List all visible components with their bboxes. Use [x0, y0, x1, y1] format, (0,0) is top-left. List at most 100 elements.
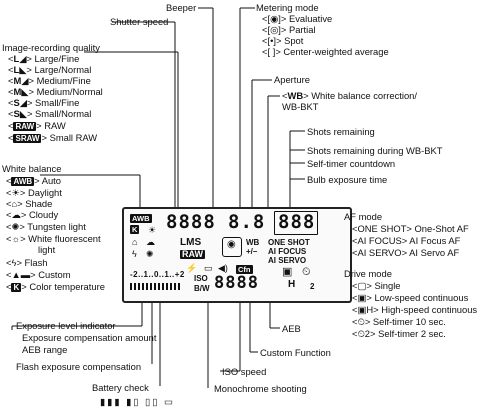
lcd-aperture: 8.8 — [228, 211, 266, 233]
label-beeper: Beeper — [166, 2, 197, 13]
wb-daylight-row: <☀> Daylight — [6, 187, 62, 198]
lcd-cloudy-icon: ☁ — [146, 237, 155, 247]
wb-cloudy: Cloudy — [28, 209, 59, 220]
iq-raw-row: <RAW> RAW — [8, 120, 66, 131]
cloudy-icon: ☁ — [11, 209, 21, 220]
partial-metering-icon: [◎] — [267, 24, 281, 35]
lcd-battery-icon: ▭ — [204, 263, 213, 273]
wb-shade-row: <⌂> Shade — [6, 198, 53, 209]
label-drive-mode: Drive mode — [344, 268, 392, 279]
daylight-icon: ☀ — [11, 187, 20, 198]
wb-flash: Flash — [24, 257, 48, 268]
iq-m-tag: M — [13, 75, 22, 86]
label-shots-remaining-wbbkt: Shots remaining during WB-BKT — [307, 145, 443, 156]
battery-full-icon: ▮▮▮ — [100, 396, 122, 407]
high-continuous-icon: ▣H — [357, 304, 374, 315]
wb-correction-line2: WB-BKT — [282, 101, 319, 112]
iq-medium-fine: Medium/Fine — [36, 75, 91, 86]
fluorescent-icon: ☼ — [11, 233, 21, 244]
label-metering-mode: Metering mode — [256, 2, 319, 13]
center-weighted-icon: [ ] — [267, 46, 276, 57]
metering-partial-row: <[◎]> Partial — [262, 24, 316, 35]
wb-correction-line1: White balance correction/ — [311, 90, 417, 101]
self-timer-2-icon: ⏲2 — [357, 328, 371, 339]
lcd-shots: 888 — [278, 211, 316, 233]
drive-single-row: <▢> Single — [352, 280, 401, 291]
lcd-drive-icon: ▣ — [282, 266, 293, 278]
iq-l-tag: L — [13, 64, 20, 75]
lcd-beeper-icon: ◀) — [218, 263, 228, 273]
iq-raw-tag: RAW — [13, 122, 37, 131]
label-shutter-speed: Shutter speed — [110, 16, 169, 27]
label-exposure-level: Exposure level indicator — [16, 320, 116, 331]
lcd-kelvin: K — [130, 225, 140, 234]
metering-evaluative: Evaluative — [288, 13, 333, 24]
wb-fluorescent-line2: light — [38, 244, 56, 255]
iq-l-tag: L — [13, 53, 20, 64]
drive-single: Single — [374, 280, 401, 291]
iq-large-normal: Large/Normal — [34, 64, 92, 75]
wb-flash-row: <ϟ> Flash — [6, 257, 48, 268]
wb-custom: Custom — [38, 269, 71, 280]
drive-low: Low-speed continuous — [374, 292, 469, 303]
wb-correction-row: <WB> White balance correction/ — [282, 90, 417, 101]
wb-auto-row: <AWB> Auto — [6, 175, 62, 186]
iq-medium-normal-row: <M◣> Medium/Normal — [8, 86, 103, 97]
wb-tungsten: Tungsten light — [27, 221, 86, 232]
lcd-h: H — [288, 279, 296, 290]
lcd-lms: LMS — [180, 237, 202, 248]
wb-daylight: Daylight — [27, 187, 62, 198]
drive-high: High-speed continuous — [381, 304, 478, 315]
lcd-wb-pm: +/– — [246, 247, 258, 256]
label-bulb-exposure: Bulb exposure time — [307, 174, 388, 185]
wb-cloudy-row: <☁> Cloudy — [6, 209, 59, 220]
drive-self2: Self-timer 2 sec. — [378, 328, 446, 339]
lcd-iso: ISO — [194, 274, 208, 283]
label-iso-speed: ISO speed — [222, 366, 267, 377]
lcd-raw: RAW — [180, 249, 205, 259]
metering-center-row: <[ ]> Center-weighted average — [262, 46, 389, 57]
label-image-quality: Image-recording quality — [2, 42, 100, 53]
lcd-flash-icon: ϟ — [132, 249, 137, 259]
iq-small-fine: Small/Fine — [35, 97, 80, 108]
lcd-ai-servo: AI SERVO — [268, 256, 307, 265]
lcd-wb: WB — [246, 238, 260, 247]
lcd-ai-focus: AI FOCUS — [268, 247, 307, 256]
battery-low-icon: ▯▯ — [145, 396, 160, 407]
lcd-iso-digits: 8888 — [214, 273, 259, 293]
iq-large-fine-row: <L◢> Large/Fine — [8, 53, 80, 64]
metering-partial: Partial — [288, 24, 316, 35]
wb-k-tag: K — [11, 283, 22, 292]
label-monochrome: Monochrome shooting — [214, 383, 307, 394]
metering-evaluative-row: <[◉]> Evaluative — [262, 13, 333, 24]
drive-self2-row: <⏲2> Self-timer 2 sec. — [352, 328, 446, 339]
wb-correction-icon: WB — [287, 90, 304, 101]
metering-spot: Spot — [284, 35, 304, 46]
wb-tungsten-row: <✺> Tungsten light — [6, 221, 86, 232]
iq-small-normal-row: <S◣> Small/Normal — [8, 108, 92, 119]
iq-medium-fine-row: <M◢> Medium/Fine — [8, 75, 91, 86]
label-self-timer-countdown: Self-timer countdown — [307, 158, 396, 169]
lcd-shutter: 8888 — [166, 211, 216, 233]
lcd-flash-comp-icon: ⚡ — [186, 263, 198, 273]
iq-s-tag: S — [13, 108, 20, 119]
iq-large-fine: Large/Fine — [34, 53, 80, 64]
drive-low-row: <▣> Low-speed continuous — [352, 292, 469, 303]
lcd-two: 2 — [310, 282, 315, 291]
af-ai-focus: <AI FOCUS> AI Focus AF — [352, 235, 461, 246]
iq-small-normal: Small/Normal — [35, 108, 92, 119]
self-timer-10-icon: ⏲ — [357, 316, 365, 327]
drive-self10: Self-timer 10 sec. — [372, 316, 446, 327]
wb-awb-tag: AWB — [11, 177, 35, 186]
iq-medium-normal: Medium/Normal — [36, 86, 103, 97]
lcd-shots-box — [274, 211, 318, 235]
wb-color-temp-row: <K> Color temperature — [6, 281, 105, 292]
lcd-exposure-scale: -2..1..0..1..+2 — [130, 270, 185, 279]
battery-empty-icon: ▭ — [163, 396, 175, 407]
label-af-mode: AF mode — [344, 211, 383, 222]
lcd-exposure-bars — [130, 283, 182, 290]
metering-center: Center-weighted average — [283, 46, 389, 57]
low-continuous-icon: ▣ — [357, 292, 367, 303]
tungsten-icon: ✺ — [11, 221, 20, 232]
